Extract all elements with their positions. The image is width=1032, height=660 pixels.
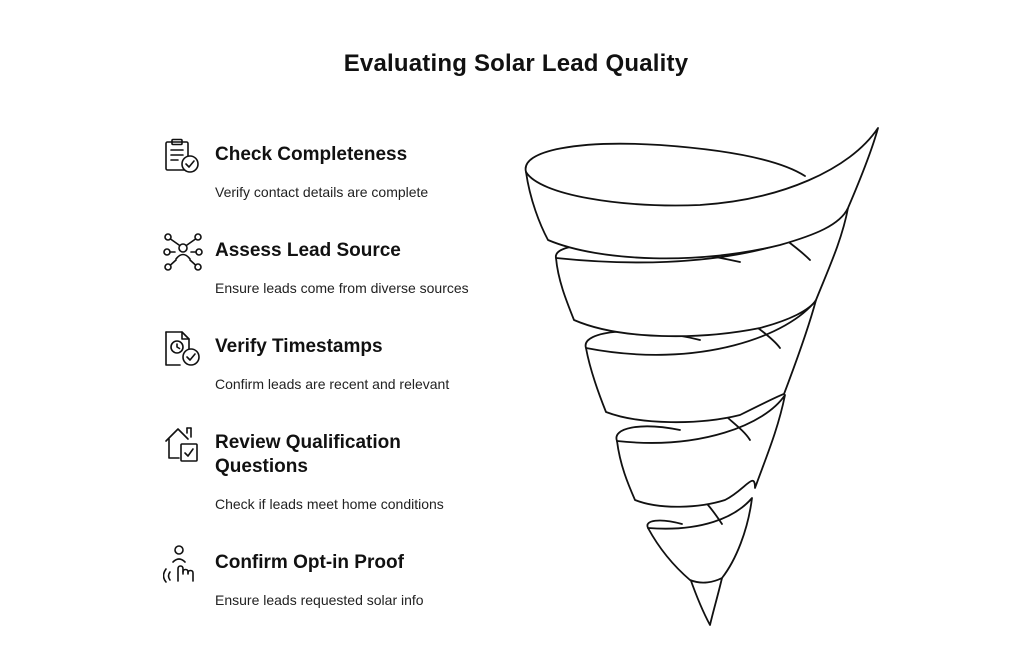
clock-document-icon bbox=[163, 329, 203, 369]
funnel-band-4 bbox=[585, 299, 817, 424]
funnel-band-2 bbox=[525, 127, 879, 260]
person-touch-icon bbox=[163, 545, 203, 585]
funnel-band-6-seam bbox=[707, 504, 723, 525]
step-review-qualification-questions: Review Qualification Questions Check if … bbox=[163, 425, 523, 520]
step-description: Ensure leads come from diverse sources bbox=[215, 280, 469, 296]
step-check-completeness: Check Completeness Verify contact detail… bbox=[163, 137, 523, 207]
step-verify-timestamps: Verify Timestamps Confirm leads are rece… bbox=[163, 329, 523, 399]
step-description: Confirm leads are recent and relevant bbox=[215, 376, 450, 392]
funnel-band-6-rim bbox=[646, 519, 683, 529]
step-assess-lead-source: Assess Lead Source Ensure leads come fro… bbox=[163, 233, 523, 303]
step-description: Check if leads meet home conditions bbox=[215, 496, 444, 512]
diagram-title: Evaluating Solar Lead Quality bbox=[343, 50, 689, 77]
step-description: Verify contact details are complete bbox=[215, 184, 429, 200]
house-check-icon bbox=[163, 425, 203, 465]
funnel-band-5-rim bbox=[615, 425, 681, 442]
step-heading: Review Qualification Questions bbox=[215, 432, 401, 477]
step-heading: Check Completeness bbox=[215, 144, 408, 165]
step-heading: Verify Timestamps bbox=[215, 336, 383, 357]
funnel-band-5 bbox=[616, 394, 786, 508]
clipboard-check-icon bbox=[163, 137, 203, 177]
funnel-band-6 bbox=[647, 497, 753, 584]
funnel-tip bbox=[689, 577, 723, 626]
step-description: Ensure leads requested solar info bbox=[215, 592, 424, 608]
spiral-funnel bbox=[515, 120, 895, 635]
funnel-top-rim bbox=[524, 142, 806, 177]
funnel-band-4-seam bbox=[757, 327, 781, 349]
network-people-icon bbox=[163, 233, 203, 273]
funnel-band-5-seam bbox=[727, 417, 751, 441]
step-heading: Assess Lead Source bbox=[215, 240, 401, 261]
step-confirm-opt-in-proof: Confirm Opt-in Proof Ensure leads reques… bbox=[163, 545, 523, 615]
step-heading: Confirm Opt-in Proof bbox=[215, 552, 404, 573]
